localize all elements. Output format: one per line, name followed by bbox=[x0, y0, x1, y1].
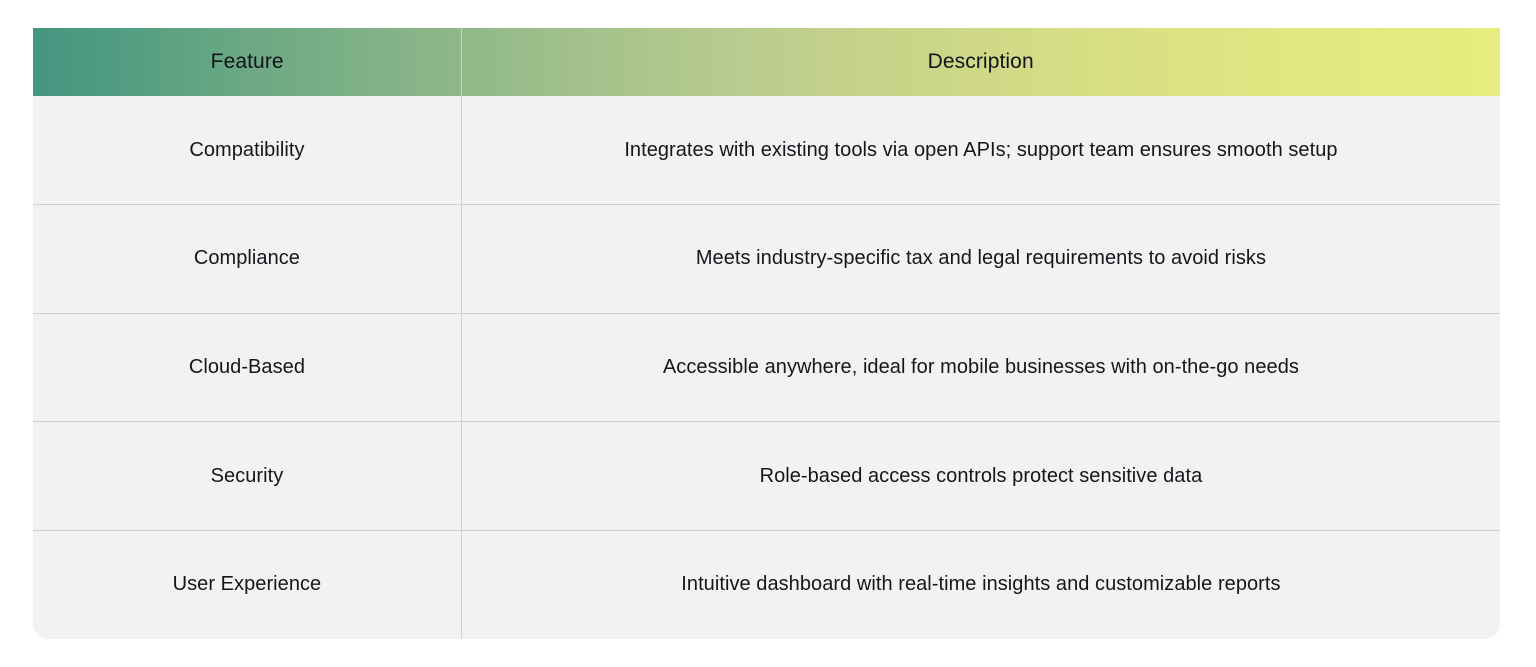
cell-description: Meets industry-specific tax and legal re… bbox=[460, 204, 1500, 314]
cell-feature: Compliance bbox=[33, 204, 462, 314]
table-row: Security Role-based access controls prot… bbox=[33, 421, 1500, 531]
cell-description: Integrates with existing tools via open … bbox=[460, 96, 1500, 205]
cell-description: Role-based access controls protect sensi… bbox=[460, 421, 1500, 531]
cell-feature: Cloud-Based bbox=[33, 312, 462, 422]
column-header-description: Description bbox=[927, 50, 1034, 73]
table-row: Compliance Meets industry-specific tax a… bbox=[33, 204, 1500, 314]
column-header-feature: Feature bbox=[210, 50, 284, 73]
table-row: Cloud-Based Accessible anywhere, ideal f… bbox=[33, 312, 1500, 422]
cell-feature: Compatibility bbox=[189, 138, 305, 161]
table-body: Compatibility Integrates with existing t… bbox=[33, 96, 1500, 639]
cell-description: Intuitive dashboard with real-time insig… bbox=[460, 529, 1500, 639]
feature-comparison-table: Feature Description Compatibility Integr… bbox=[33, 28, 1500, 639]
feature-table-container: Feature Description Compatibility Integr… bbox=[33, 28, 1500, 639]
cell-description: Accessible anywhere, ideal for mobile bu… bbox=[460, 312, 1500, 422]
table-header: Feature Description bbox=[33, 28, 1500, 96]
table-row: Compatibility Integrates with existing t… bbox=[33, 96, 1500, 205]
header-gradient-band bbox=[33, 28, 1500, 96]
header-column-divider bbox=[461, 28, 463, 96]
cell-feature: User Experience bbox=[33, 529, 462, 639]
cell-feature: Security bbox=[33, 421, 462, 531]
header-row: Feature Description bbox=[33, 28, 1500, 96]
table-row: User Experience Intuitive dashboard with… bbox=[33, 529, 1500, 639]
